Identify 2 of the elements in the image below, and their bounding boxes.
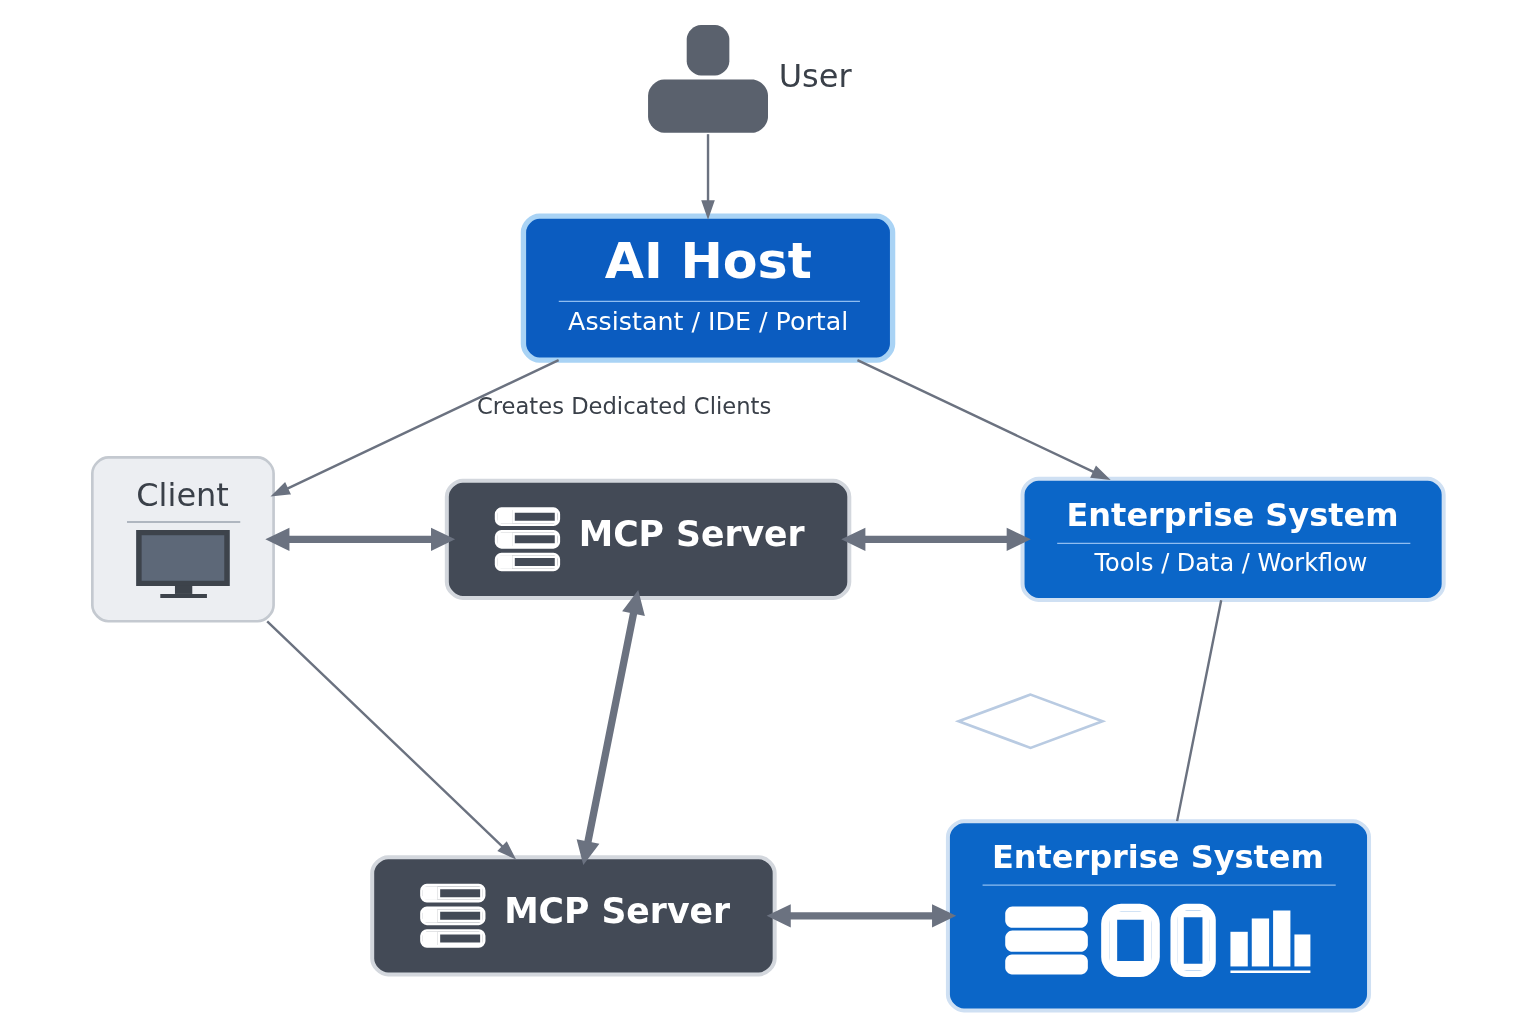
edge-label: Creates Dedicated Clients <box>476 393 772 420</box>
node-label: User <box>778 57 852 96</box>
